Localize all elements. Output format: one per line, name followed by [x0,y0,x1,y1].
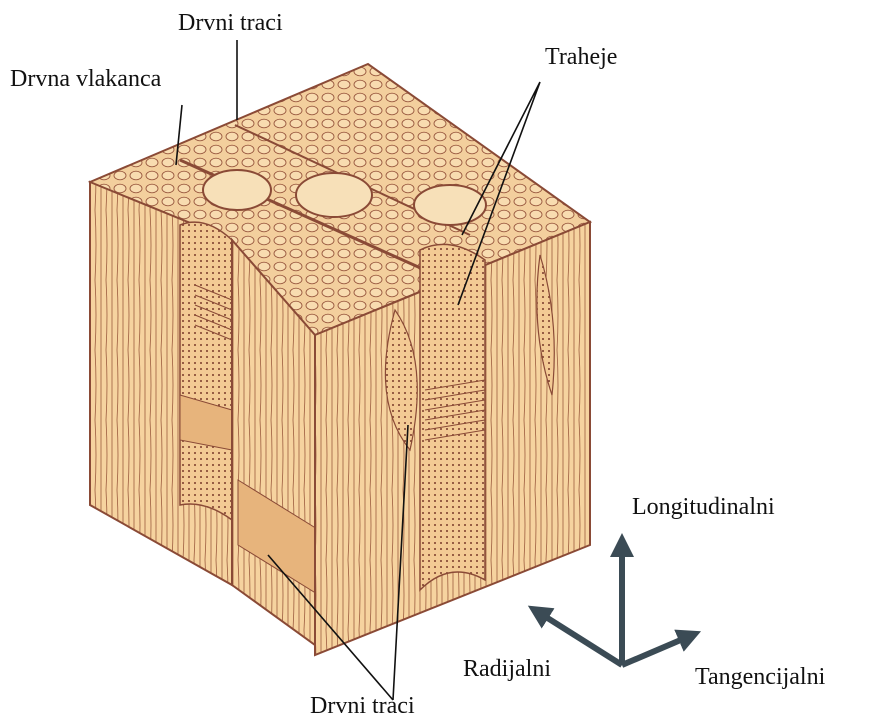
vessel-opening-1 [203,170,271,210]
vessel-opening-2 [296,173,372,217]
label-radial: Radijalni [463,656,551,683]
vessel-opening-3 [414,185,486,225]
right-vessel-groove [420,244,485,590]
label-rays-top: Drvni traci [178,10,283,37]
tangential-arrow [622,636,690,665]
label-vessels: Traheje [545,44,617,71]
label-rays-bottom: Drvni traci [310,693,415,720]
label-tangential: Tangencijalni [695,664,825,691]
left-vessel-groove [180,222,232,520]
label-longitudinal: Longitudinalni [632,494,775,521]
label-fibers: Drvna vlakanca [10,66,161,93]
